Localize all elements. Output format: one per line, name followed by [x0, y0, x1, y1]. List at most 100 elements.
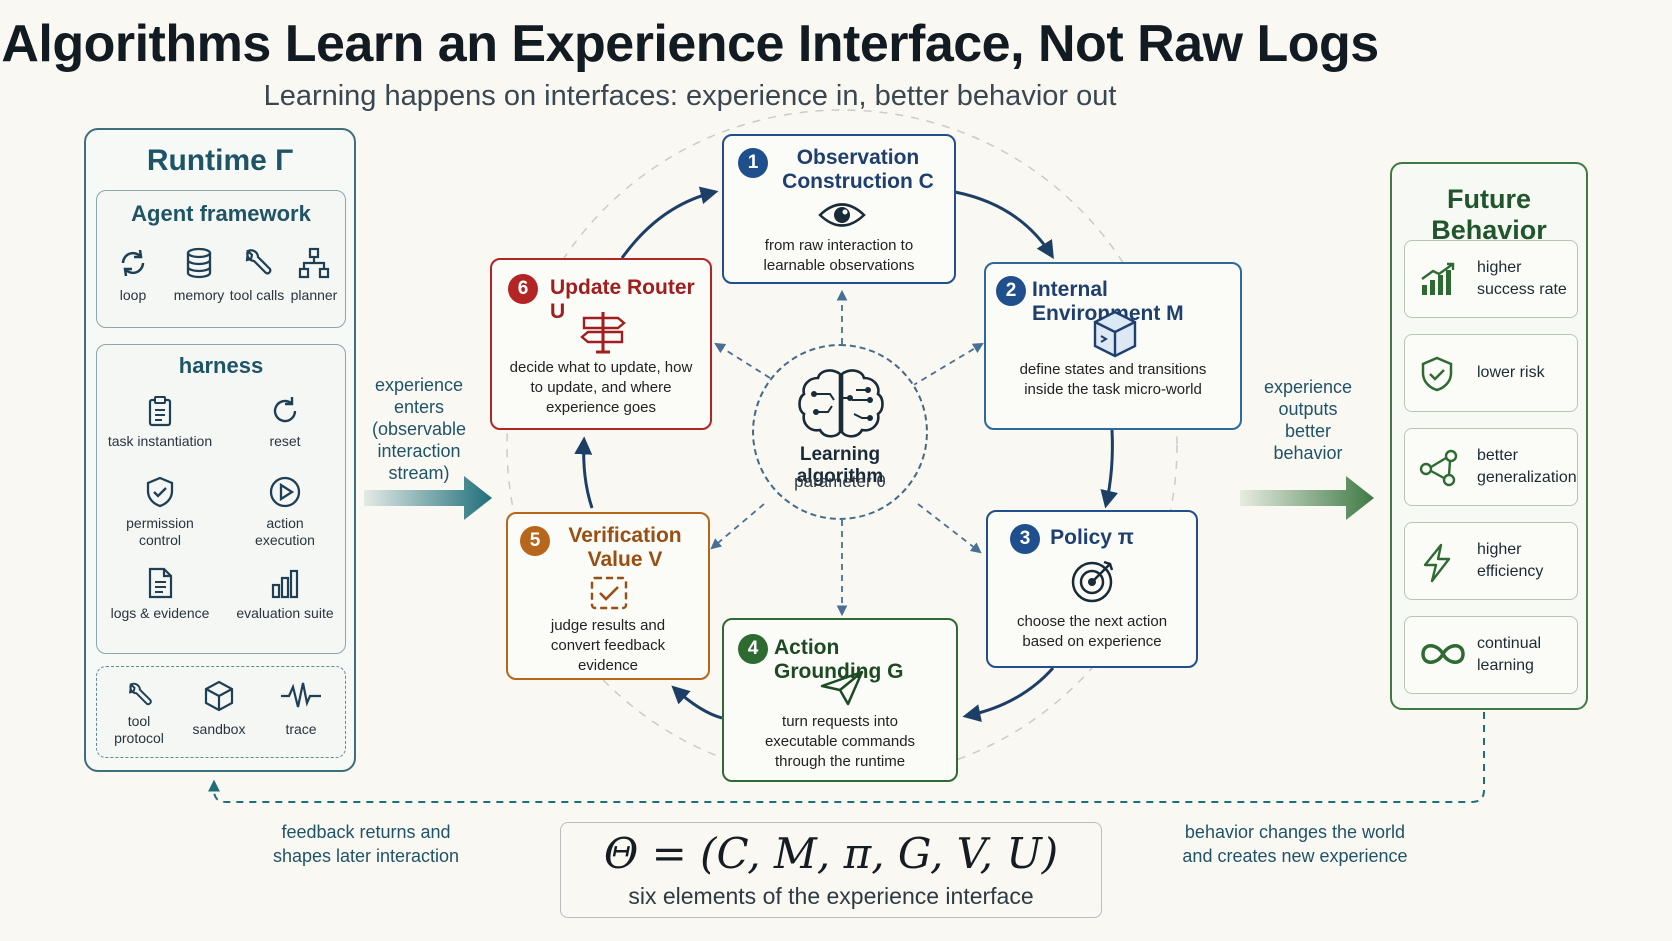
brain-icon [798, 369, 884, 438]
spoke-5 [710, 503, 765, 550]
card-5-desc: judge results and convert feedback evide… [550, 617, 666, 674]
loop-label: loop [119, 287, 147, 303]
reset-label: reset [269, 433, 301, 449]
future-item-risk-label: lower risk [1477, 364, 1545, 381]
card-3-badge: 3 [1010, 524, 1040, 554]
send-icon [820, 670, 864, 706]
cycle-ring [506, 109, 1178, 781]
cube-icon [204, 680, 234, 712]
permission-control-item: permission control [105, 475, 215, 549]
network-icon [1419, 449, 1458, 487]
card-6-badge: 6 [508, 274, 538, 304]
future-item-efficiency-label: higher efficiency [1477, 541, 1544, 580]
card-5-title: Verification Value V [568, 524, 682, 571]
action-execution-label: action execution [255, 515, 315, 548]
task-instantiation-label: task instantiation [107, 433, 213, 449]
tool-calls-label: tool calls [229, 287, 285, 303]
learning-algorithm-node: Learning algorithm parameter θ [752, 344, 928, 520]
future-behavior-title: Future Behavior [1431, 184, 1547, 245]
world-note: behavior changes the world and creates n… [1182, 822, 1408, 866]
arrow-2-to-3 [1100, 429, 1118, 509]
tool-protocol-label: tool protocol [114, 713, 164, 746]
trace-label: trace [285, 721, 317, 737]
card-2-desc: define states and transitions inside the… [1019, 361, 1207, 398]
formula-box: Θ = (C, M, π, G, V, U) six elements of t… [560, 822, 1102, 918]
clipboard-icon [148, 396, 172, 427]
reset-item: reset [235, 395, 335, 450]
future-item-success-label: higher success rate [1477, 259, 1567, 298]
memory-label: memory [173, 287, 225, 303]
card-2-badge: 2 [996, 276, 1026, 306]
card-4-badge: 4 [738, 634, 768, 664]
card-3-desc: choose the next action based on experien… [1016, 613, 1168, 650]
spoke-3 [917, 503, 982, 554]
target-icon [1071, 560, 1114, 603]
card-1-title: Observation Construction C [782, 146, 934, 193]
learning-algorithm-param: parameter θ [794, 472, 886, 491]
document-icon [148, 567, 173, 599]
spoke-6 [714, 342, 771, 379]
harness-title: harness [178, 353, 264, 378]
harness-box: harness task instantiation reset permiss… [96, 344, 346, 654]
feedback-loop [208, 712, 1485, 803]
card-1-desc: from raw interaction to learnable observ… [763, 237, 915, 274]
tool-protocol-item: tool protocol [109, 679, 169, 747]
card-3-title: Policy π [1050, 526, 1134, 549]
agent-framework-box: Agent framework loop memory tool calls p… [96, 190, 346, 328]
feedback-note: feedback returns and shapes later intera… [272, 822, 460, 866]
evaluation-suite-label: evaluation suite [236, 605, 334, 621]
future-item-generalization: better generalization [1404, 428, 1578, 506]
card-4-title: Action Grounding G [774, 636, 904, 683]
card-internal-environment: 2 Internal Environment M define states a… [984, 262, 1242, 430]
sandbox-label: sandbox [192, 721, 246, 737]
card-4-desc: turn requests into executable commands t… [764, 713, 916, 770]
card-verification-value: 5 Verification Value V judge results and… [506, 512, 710, 680]
arrow-6-to-1 [620, 186, 719, 259]
check-icon [590, 576, 628, 610]
card-observation-construction: 1 Observation Construction C from raw in… [722, 134, 956, 284]
memory-item: memory [171, 245, 227, 304]
infinity-icon [1421, 644, 1465, 664]
future-item-efficiency: higher efficiency [1404, 522, 1578, 600]
future-item-success: higher success rate [1404, 240, 1578, 318]
evaluation-suite-item: evaluation suite [235, 567, 335, 622]
sandbox-item: sandbox [187, 679, 251, 738]
spoke-2 [911, 342, 984, 387]
card-update-router: 6 Update Router U decide what to update,… [490, 258, 712, 430]
eye-icon [818, 203, 866, 227]
growth-chart-icon [1421, 262, 1455, 295]
page-subtitle: Learning happens on interfaces: experien… [263, 80, 1117, 112]
database-icon [186, 247, 212, 279]
output-arrow [1240, 476, 1374, 520]
planner-label: planner [290, 287, 338, 303]
input-arrow [364, 476, 492, 520]
card-6-title: Update Router U [550, 276, 695, 323]
arrow-1-to-2 [954, 190, 1054, 260]
arrow-3-to-4 [962, 667, 1055, 722]
output-label: experience outputs better behavior [1263, 377, 1353, 463]
cube-icon [1093, 310, 1137, 358]
card-1-badge: 1 [738, 148, 768, 178]
agent-framework-title: Agent framework [131, 201, 311, 226]
shield-icon [1421, 356, 1453, 392]
card-action-grounding: 4 Action Grounding G turn requests into … [722, 618, 958, 782]
permission-control-label: permission control [126, 515, 194, 548]
reset-icon [273, 397, 297, 423]
arrow-5-to-6 [574, 436, 594, 509]
planner-item: planner [287, 245, 341, 304]
logs-evidence-item: logs & evidence [105, 567, 215, 622]
loop-item: loop [111, 245, 155, 304]
tool-calls-item: tool calls [229, 245, 285, 304]
wrench-icon [128, 682, 152, 706]
future-item-risk: lower risk [1404, 334, 1578, 412]
formula-caption: six elements of the experience interface [628, 883, 1034, 909]
arrow-4-to-5 [671, 685, 723, 720]
signpost-icon [580, 312, 626, 354]
future-item-continual-label: continual learning [1477, 635, 1542, 674]
runtime-title: Runtime Γ [146, 144, 294, 177]
waveform-icon [281, 682, 321, 708]
play-icon [269, 476, 301, 508]
planner-icon [298, 247, 330, 279]
card-5-badge: 5 [520, 526, 550, 556]
